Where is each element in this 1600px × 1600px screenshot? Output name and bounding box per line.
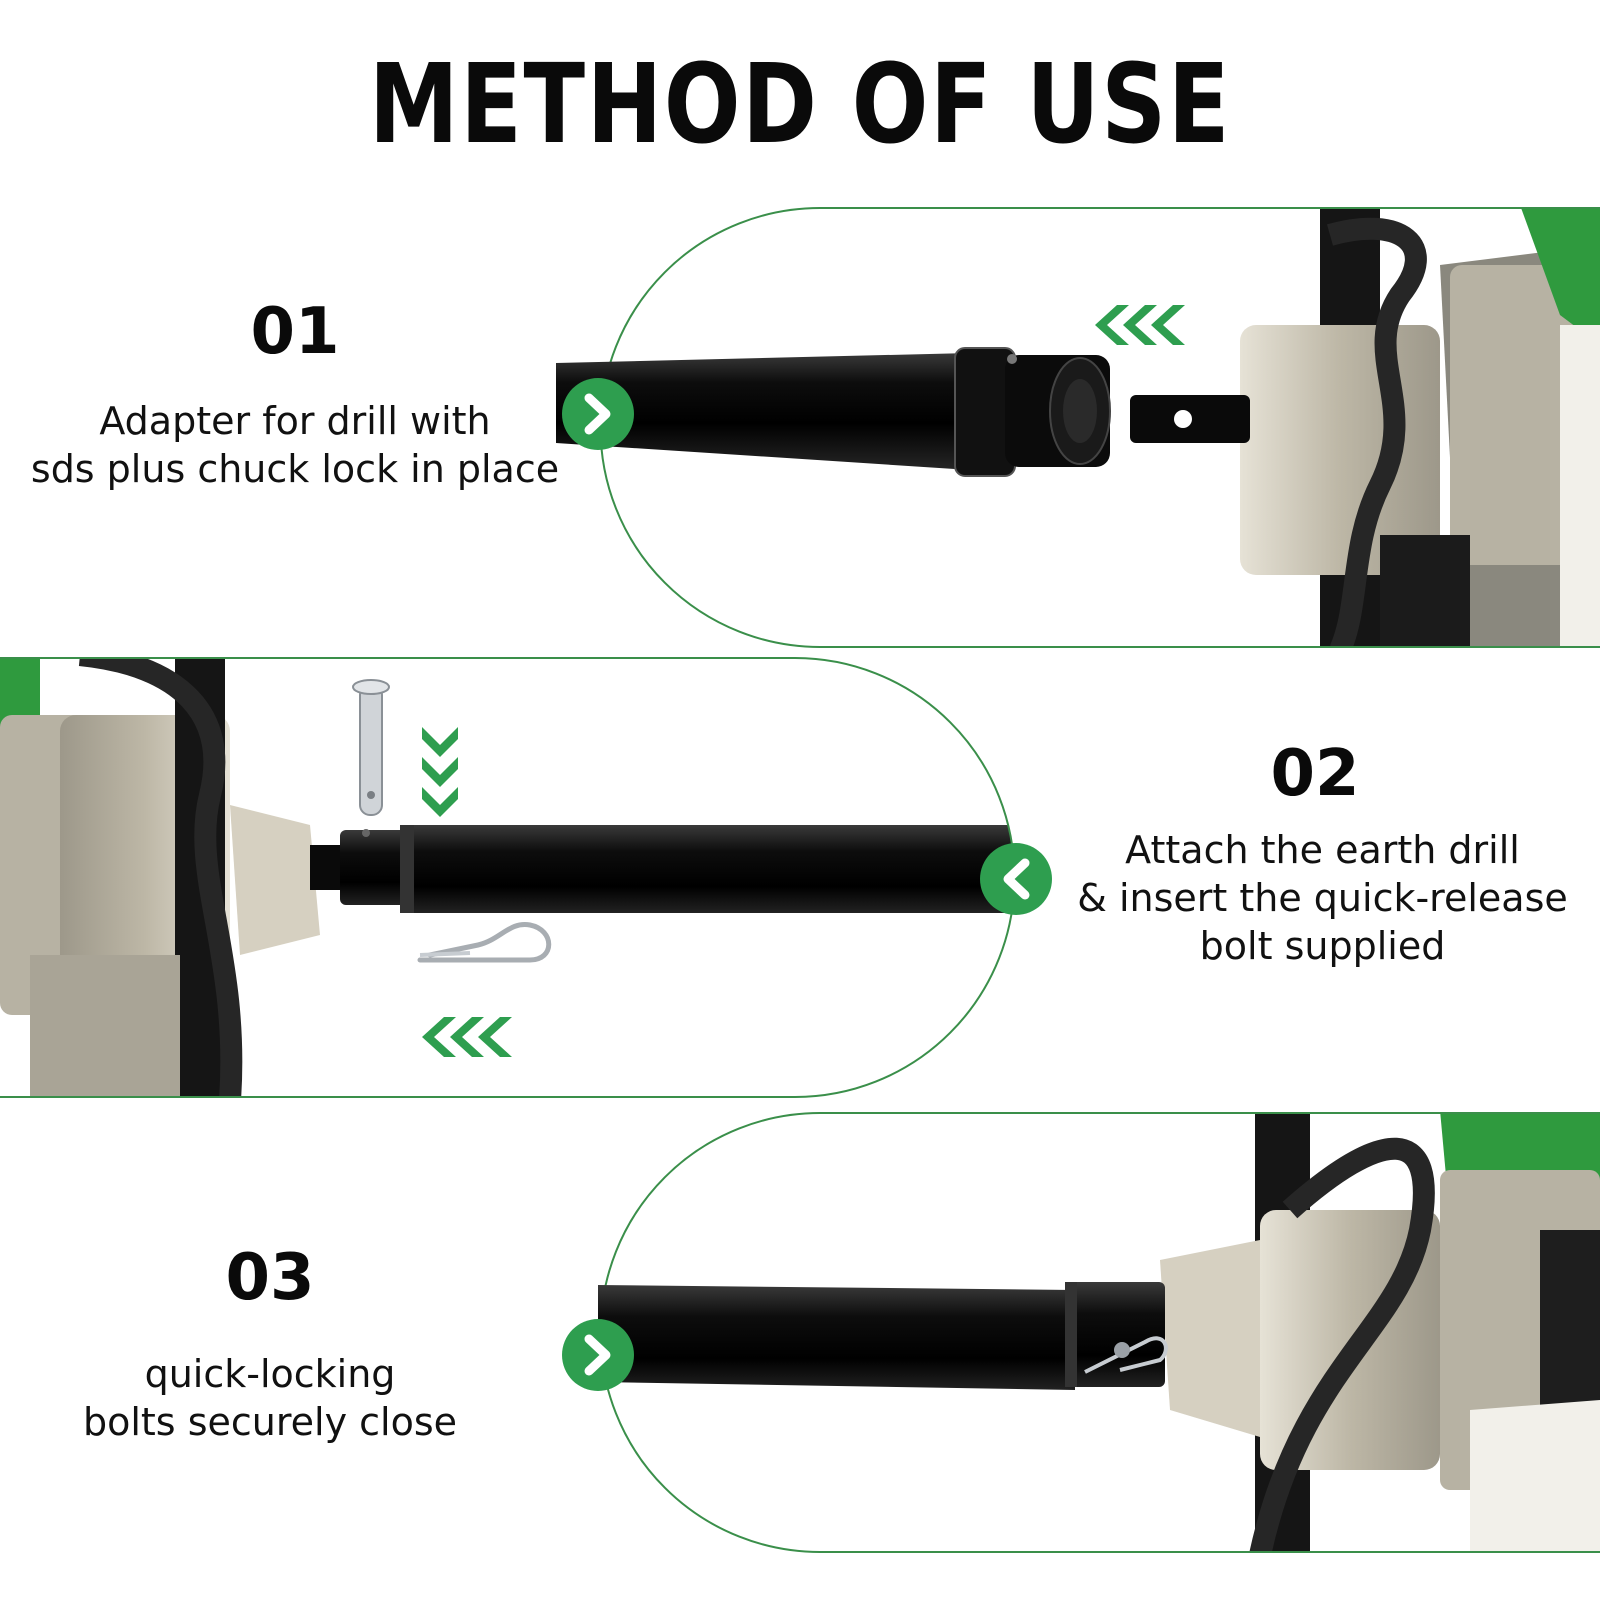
auger-engine-image	[1170, 208, 1600, 647]
step-2-illustration	[0, 657, 1052, 1098]
drive-shaft-image	[1130, 395, 1250, 443]
hair-pin-clip-image	[417, 921, 552, 963]
step-2-line-1: Attach the earth drill	[1125, 828, 1520, 872]
adapter-tube-image	[556, 347, 1111, 477]
step-1-number: 01	[250, 295, 340, 369]
clevis-pin-image	[352, 679, 390, 816]
auger-engine-image	[1160, 1113, 1600, 1552]
step-2-description: Attach the earth drill & insert the quic…	[1055, 826, 1590, 970]
step-3-number: 03	[225, 1241, 315, 1315]
step-3-line-1: quick-locking	[144, 1352, 396, 1396]
chevron-right-badge-icon	[562, 1319, 634, 1391]
step-3-description: quick-locking bolts securely close	[20, 1350, 520, 1446]
triple-chevron-left-icon	[1095, 305, 1185, 345]
page-title: METHOD OF USE	[368, 40, 1232, 168]
triple-chevron-left-icon	[422, 1017, 512, 1057]
step-3-line-2: bolts securely close	[82, 1400, 458, 1444]
step-1-line-2: sds plus chuck lock in place	[30, 447, 560, 491]
step-1-description: Adapter for drill with sds plus chuck lo…	[10, 397, 580, 493]
step-2-line-2: & insert the quick-release	[1077, 876, 1568, 920]
step-1-line-1: Adapter for drill with	[99, 399, 491, 443]
step-1-illustration	[556, 207, 1600, 648]
chevron-left-badge-icon	[980, 843, 1052, 915]
adapter-tube-image	[340, 825, 1015, 913]
step-1-photo-panel	[0, 205, 1600, 650]
step-2-line-3: bolt supplied	[1199, 924, 1446, 968]
step-3-photo-panel	[0, 1110, 1600, 1555]
hair-pin-clip-image	[1084, 1336, 1168, 1374]
step-3-illustration	[562, 1112, 1600, 1553]
triple-chevron-down-icon	[422, 727, 458, 817]
step-2-number: 02	[1270, 737, 1360, 811]
step-2-photo-panel	[0, 655, 1600, 1100]
adapter-tube-image	[598, 1282, 1165, 1390]
auger-engine-image	[0, 658, 320, 1097]
chevron-right-badge-icon	[562, 378, 634, 450]
